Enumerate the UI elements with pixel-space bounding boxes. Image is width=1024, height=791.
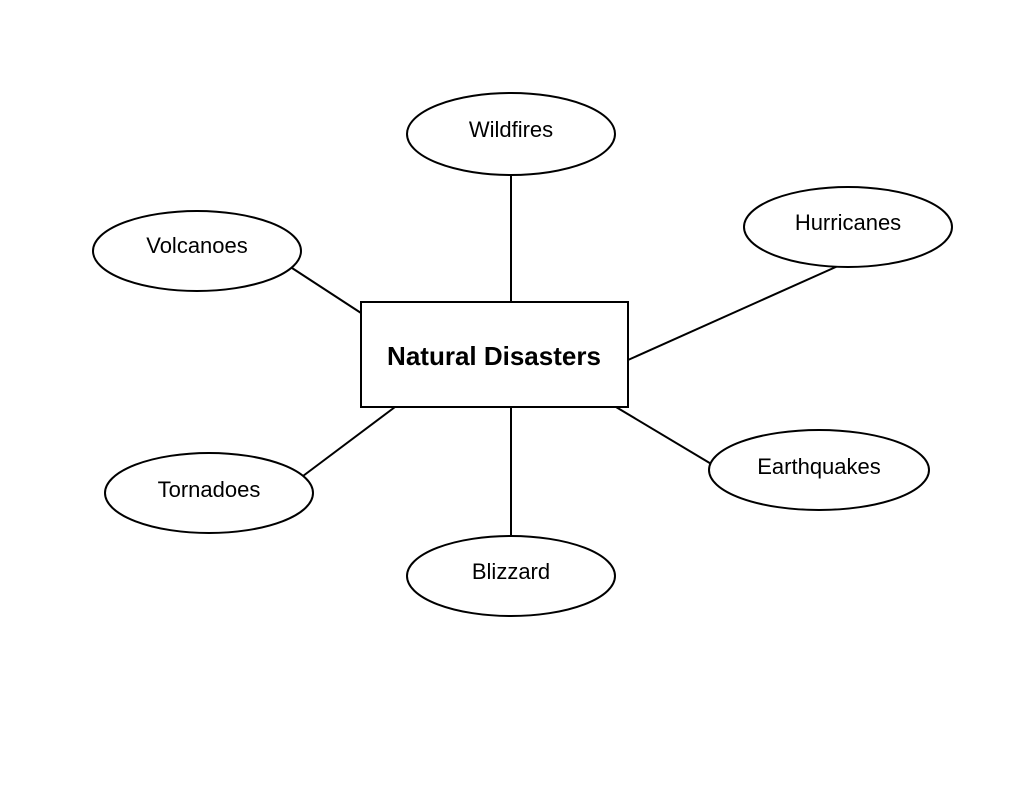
branch-label: Earthquakes — [757, 454, 881, 479]
branch-ellipse — [708, 429, 930, 511]
connectors — [291, 175, 839, 535]
branch-node-blizzard: Blizzard — [406, 535, 616, 617]
branch-label: Blizzard — [472, 559, 550, 584]
branch-ellipse — [104, 452, 314, 534]
branch-label: Hurricanes — [795, 210, 901, 235]
branch-node-hurricanes: Hurricanes — [743, 186, 953, 268]
branch-ellipse — [92, 210, 302, 292]
branch-label: Tornadoes — [158, 477, 261, 502]
center-box — [360, 301, 629, 408]
branch-node-wildfires: Wildfires — [406, 92, 616, 176]
connector-tornadoes — [302, 406, 396, 477]
connector-earthquakes — [615, 406, 714, 466]
branch-node-tornadoes: Tornadoes — [104, 452, 314, 534]
branch-node-volcanoes: Volcanoes — [92, 210, 302, 292]
branch-label: Volcanoes — [146, 233, 248, 258]
branch-ellipse — [406, 535, 616, 617]
branch-ellipse — [743, 186, 953, 268]
connector-volcanoes — [291, 267, 362, 314]
center-label: Natural Disasters — [387, 341, 601, 371]
branch-ellipse — [406, 92, 616, 176]
branch-label: Wildfires — [469, 117, 553, 142]
center-node: Natural Disasters — [360, 301, 629, 408]
connector-hurricanes — [627, 265, 839, 361]
branch-node-earthquakes: Earthquakes — [708, 429, 930, 511]
